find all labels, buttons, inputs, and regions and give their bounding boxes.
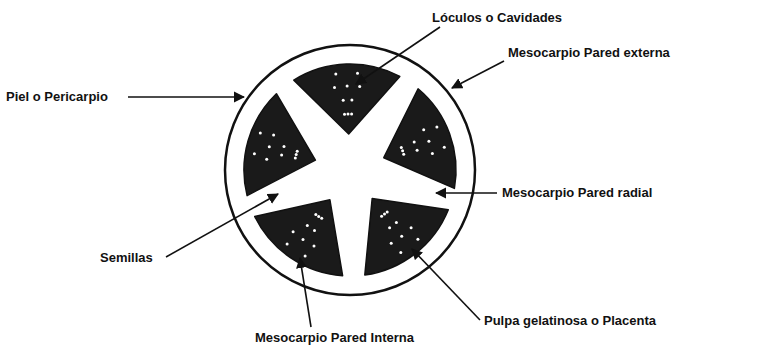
seed bbox=[410, 226, 413, 229]
seed bbox=[388, 226, 391, 229]
seed bbox=[386, 210, 389, 213]
part-label: Mesocarpio Pared externa bbox=[508, 45, 670, 61]
part-label: Pulpa gelatinosa o Placenta bbox=[484, 313, 656, 329]
seed bbox=[342, 99, 345, 102]
locule bbox=[365, 198, 449, 275]
seed bbox=[380, 215, 383, 218]
seed bbox=[259, 132, 262, 135]
seed bbox=[435, 125, 438, 128]
tomato-skin bbox=[225, 45, 475, 295]
seed bbox=[383, 213, 386, 216]
seed bbox=[317, 215, 320, 218]
seed bbox=[400, 146, 403, 149]
seed bbox=[416, 149, 419, 152]
leader-line bbox=[436, 192, 497, 194]
seed bbox=[265, 158, 268, 161]
seed bbox=[313, 244, 316, 247]
seed bbox=[413, 141, 416, 144]
locule-group bbox=[244, 64, 456, 276]
seed bbox=[402, 153, 405, 156]
seed bbox=[401, 149, 404, 152]
locule bbox=[294, 64, 400, 134]
seed bbox=[294, 157, 297, 160]
seed bbox=[286, 242, 289, 245]
part-label: Piel o Pericarpio bbox=[6, 89, 108, 105]
seed bbox=[304, 255, 307, 258]
seed bbox=[314, 213, 317, 216]
seed bbox=[333, 86, 336, 89]
seed bbox=[358, 85, 361, 88]
seed bbox=[431, 152, 434, 155]
seed bbox=[320, 217, 323, 220]
seed bbox=[306, 224, 309, 227]
seed bbox=[443, 146, 446, 149]
locule bbox=[384, 89, 456, 189]
seed bbox=[350, 113, 353, 116]
seed bbox=[395, 221, 398, 224]
seed bbox=[283, 145, 286, 148]
seed bbox=[347, 113, 350, 116]
leader-line bbox=[128, 96, 244, 98]
seed bbox=[296, 150, 299, 153]
seed bbox=[268, 145, 271, 148]
seed bbox=[350, 99, 353, 102]
seed bbox=[399, 251, 402, 254]
part-label: Mesocarpio Pared radial bbox=[502, 185, 652, 201]
seed bbox=[280, 153, 283, 156]
locule bbox=[255, 200, 343, 276]
seed bbox=[334, 73, 337, 76]
seed bbox=[313, 229, 316, 232]
seed bbox=[295, 153, 298, 156]
seed bbox=[292, 230, 295, 233]
seed bbox=[390, 242, 393, 245]
seed bbox=[302, 238, 305, 241]
seed bbox=[400, 235, 403, 238]
leader-line bbox=[452, 61, 504, 88]
seed bbox=[427, 140, 430, 143]
part-label: Lóculos o Cavidades bbox=[432, 10, 562, 26]
leader-line bbox=[412, 249, 480, 320]
leader-line bbox=[300, 258, 311, 327]
seed bbox=[422, 128, 425, 131]
part-label: Semillas bbox=[100, 250, 153, 266]
seed bbox=[253, 152, 256, 155]
leader-line bbox=[166, 194, 278, 257]
seed bbox=[272, 134, 275, 137]
seed bbox=[346, 85, 349, 88]
locule bbox=[244, 94, 315, 196]
leader-line bbox=[356, 27, 440, 84]
seed bbox=[356, 72, 359, 75]
seed bbox=[416, 238, 419, 241]
seed bbox=[343, 113, 346, 116]
part-label: Mesocarpio Pared Interna bbox=[255, 330, 414, 346]
